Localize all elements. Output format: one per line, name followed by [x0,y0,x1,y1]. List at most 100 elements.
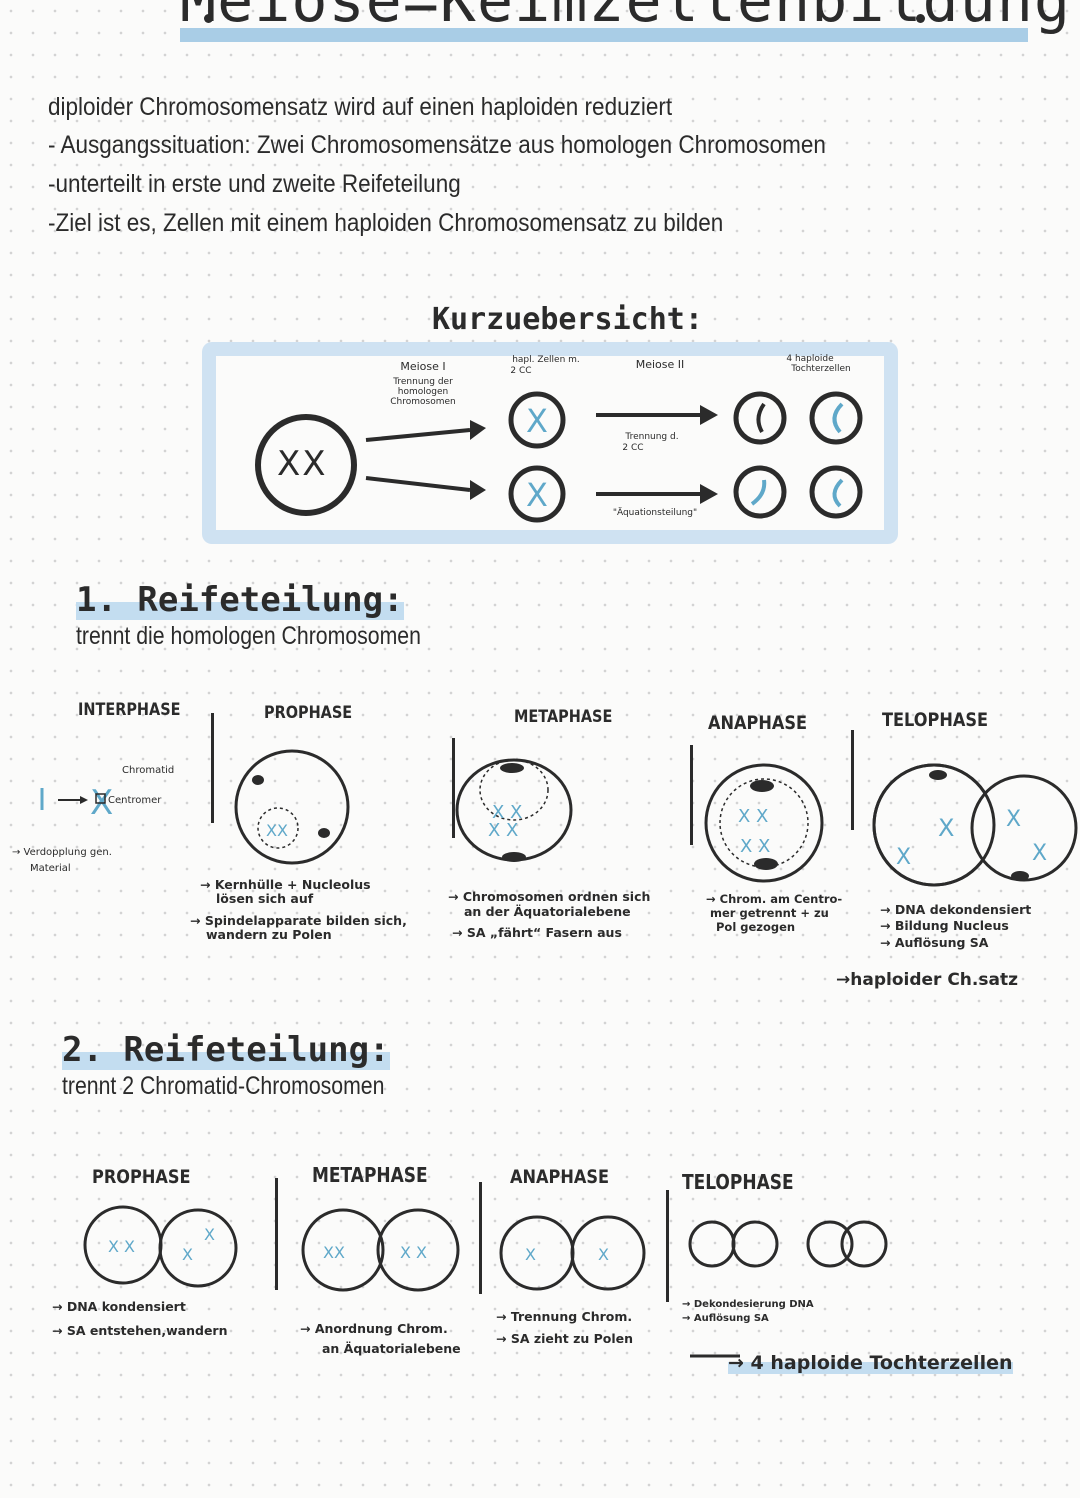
meiose1-label: Meiose I [400,360,446,373]
p2-metaphase-note-2: an Äquatorialebene [322,1341,461,1356]
p2-metaphase-cell-1 [301,1208,385,1292]
start-cell [255,414,357,516]
intro-line-1: diploider Chromosomensatz wird auf einen… [48,93,673,121]
svg-text:X X: X X [740,836,770,857]
label-chromatid: Chromatid [122,765,175,776]
prophase-cell [234,749,350,865]
svg-text:X: X [526,402,548,440]
p2-telophase-note-1: → Dekondesierung DNA [682,1299,814,1310]
title-bullet-left [204,14,213,23]
title-bullet-right [916,14,925,23]
phase-telophase-1: TELOPHASE [882,709,989,731]
first-division-result: →haploider Ch.satz [836,970,1018,990]
first-division-diagram: X XX X X X X X X X X X X X X [40,749,1078,887]
intro-line-4: -Ziel ist es, Zellen mit einem haploiden… [48,209,724,237]
mid-label-2: 2 CC [510,366,532,376]
intro-line-3: -unterteilt in erste und zweite Reifetei… [48,170,461,198]
overview-diagram: X X [255,391,863,523]
svg-text:X: X [182,1245,193,1264]
divider-2 [452,738,455,838]
metaphase-note-3: → SA „fährt“ Fasern aus [452,925,622,940]
svg-text:X X: X X [492,802,522,823]
p2-metaphase-note-1: → Anordnung Chrom. [300,1321,448,1336]
phase-prophase-2: PROPHASE [92,1166,191,1188]
second-division-heading: 2. Reifeteilung: [62,1030,390,1070]
mid-cell-bottom [508,465,566,523]
svg-text:X X: X X [400,1243,427,1262]
first-division-heading: 1. Reifeteilung: [76,580,404,620]
svg-text:X: X [525,1245,536,1264]
divider-1 [211,713,214,823]
phase-prophase-1: PROPHASE [264,703,353,723]
metaphase-note-2: an der Äquatorialebene [464,904,631,919]
meiose2-desc-2: 2 CC [622,443,644,453]
svg-text:X: X [204,1225,215,1244]
prophase-note-1: → Kernhülle + Nucleolus [200,877,371,892]
aquation-label: "Äquationsteilung" [612,508,698,518]
p2-telophase-cell-1 [688,1220,736,1268]
p2-prophase-note-1: → DNA kondensiert [52,1299,186,1314]
start-cell-label: XX [277,444,328,484]
phase-anaphase-2: ANAPHASE [510,1166,610,1188]
daughter-cell-2 [809,391,863,445]
overview-heading: Kurzuebersicht: [432,302,703,337]
p2-anaphase-cell-1 [499,1215,575,1291]
divider-4 [851,730,854,830]
daughter-cell-4 [809,465,863,519]
svg-text:X: X [598,1245,609,1264]
svg-text:XX: XX [323,1243,345,1262]
end-label-2: Tochterzellen [791,364,851,374]
anaphase-note-2: mer getrennt + zu [710,906,829,920]
interphase-note-2: Material [30,863,71,874]
p2-anaphase-cell-2 [570,1215,646,1291]
p2-anaphase-note-1: → Trennung Chrom. [496,1309,633,1324]
mid-label-1: hapl. Zellen m. [512,355,580,365]
svg-text:X: X [938,814,954,842]
p2-prophase-cell-2 [158,1208,238,1288]
svg-text:X: X [526,476,548,514]
prophase-note-4: wandern zu Polen [206,927,332,942]
telophase-note-2: → Bildung Nucleus [880,918,1009,933]
end-label-1: 4 haploide [786,354,834,364]
meiose2-label: Meiose II [635,358,685,371]
second-division-subtitle: trennt 2 Chromatid-Chromosomen [62,1072,385,1100]
svg-text:X X: X X [488,820,518,841]
phase-metaphase-2: METAPHASE [312,1163,428,1187]
anaphase-cell [704,763,824,883]
divider-6 [479,1182,482,1294]
svg-text:X X: X X [738,806,768,827]
telophase-note-1: → DNA dekondensiert [880,902,1032,917]
interphase-note-1: → Verdopplung gen. [12,847,112,858]
p2-metaphase-cell-2 [376,1208,460,1292]
daughter-cell-1 [733,391,787,445]
svg-text:X: X [896,845,911,870]
telophase-note-3: → Auflösung SA [880,935,989,950]
intro-line-2: - Ausgangssituation: Zwei Chromosomensät… [48,131,826,159]
meiose2-desc-1: Trennung d. [625,432,679,442]
meiose1-desc-3: Chromosomen [390,397,456,407]
daughter-cell-3 [733,465,787,519]
divider-3 [690,745,693,845]
p2-telophase-cell-4 [840,1220,888,1268]
anaphase-note-3: Pol gezogen [716,920,796,934]
anaphase-note-1: → Chrom. am Centro- [706,892,843,906]
phase-interphase: INTERPHASE [78,700,181,720]
svg-text:XX: XX [266,821,288,840]
p2-anaphase-note-2: → SA zieht zu Polen [496,1331,634,1346]
prophase-note-2: lösen sich auf [216,891,314,906]
second-division-diagram: X X X X XX X X X X [83,1205,888,1358]
phase-metaphase-1: METAPHASE [514,707,613,727]
phase-telophase-2: TELOPHASE [682,1170,794,1194]
first-division-subtitle: trennt die homologen Chromosomen [76,622,421,650]
mid-cell-top [508,391,566,449]
svg-text:X X: X X [108,1237,135,1256]
phase-anaphase-1: ANAPHASE [708,712,808,734]
divider-7 [666,1190,669,1302]
svg-text:X: X [1032,841,1047,866]
p2-prophase-note-2: → SA entstehen,wandern [52,1323,228,1338]
p2-telophase-cell-3 [806,1220,854,1268]
second-division-result: → 4 haploide Tochterzellen [728,1352,1013,1374]
metaphase-note-1: → Chromosomen ordnen sich [448,889,651,904]
divider-5 [275,1178,278,1290]
label-centromer: Centromer [108,795,162,806]
